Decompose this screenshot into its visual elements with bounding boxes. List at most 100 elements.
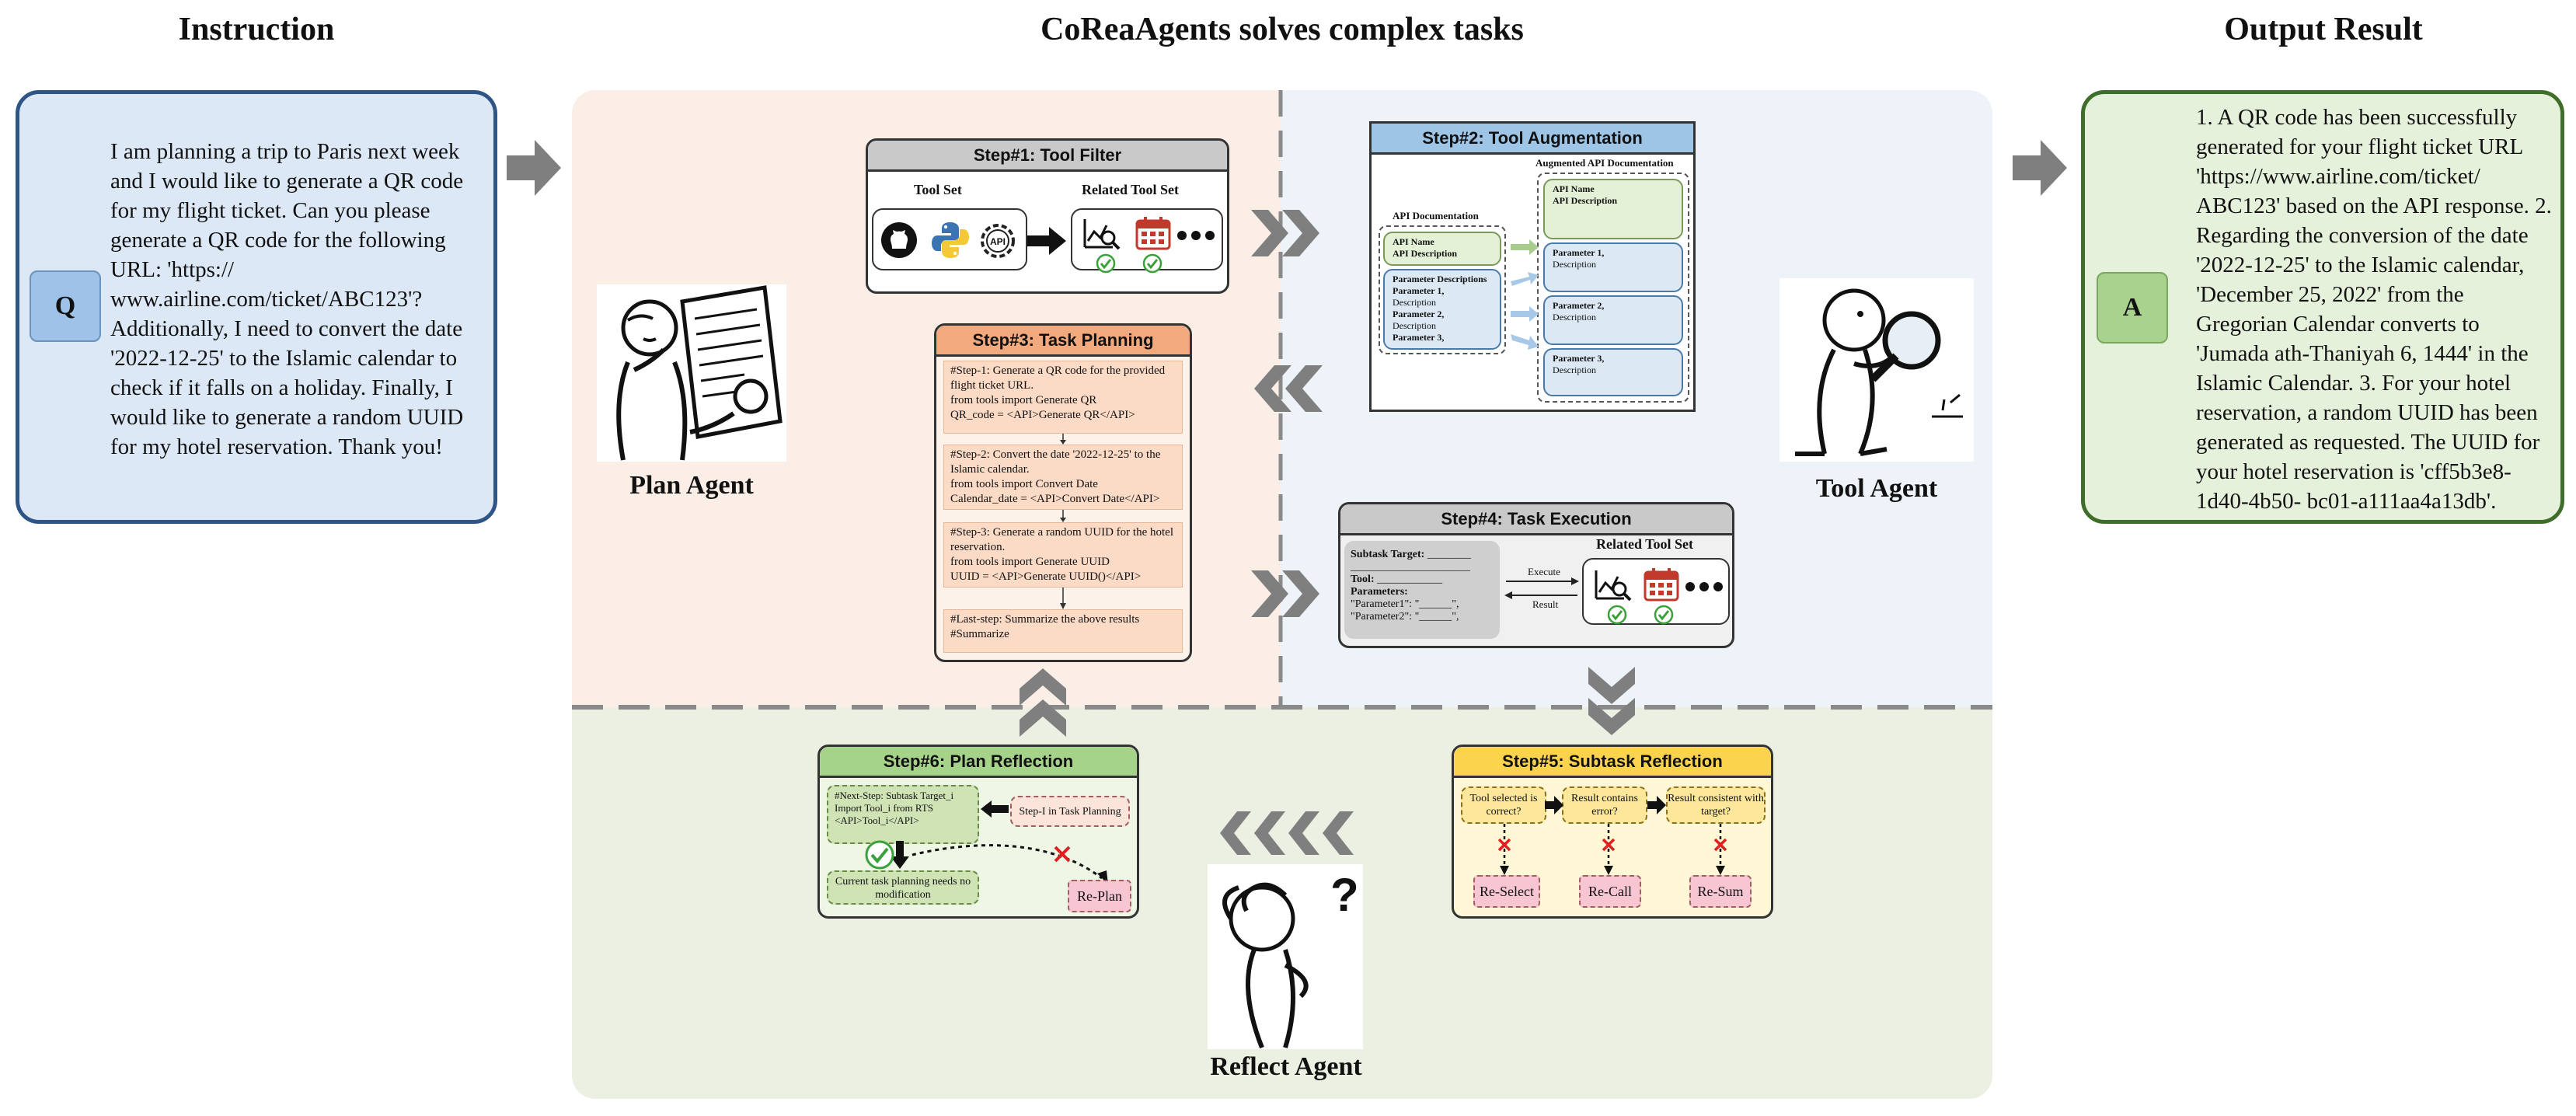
output-title: Output Result [2224, 12, 2423, 47]
aug-param2-label: Parameter 2, [1553, 300, 1605, 311]
parameters-label: Parameters: [1351, 586, 1408, 598]
related-tool-set-label: Related Tool Set [1082, 182, 1180, 197]
chart-search-icon [1595, 570, 1632, 602]
tool-set-label: Tool Set [914, 182, 962, 197]
aug-api-name-box: API Name API Description [1543, 179, 1683, 239]
double-chevron-right-icon [1251, 570, 1319, 617]
more-icon [1177, 231, 1215, 240]
check-icon [1096, 253, 1116, 274]
param1-desc: Description [1393, 297, 1436, 308]
result-label: Result [1532, 598, 1559, 610]
aug-param1-label: Parameter 1, [1553, 247, 1605, 258]
plan-step2-block: #Step-2: Convert the date '2022-12-25' t… [943, 445, 1183, 510]
plan-last-line1: #Last-step: Summarize the above results [950, 613, 1140, 626]
subtask-target-label: Subtask Target: [1351, 549, 1425, 560]
github-icon [881, 222, 917, 258]
more-icon [1685, 582, 1723, 591]
question-mark-icon: ? [1330, 869, 1359, 921]
double-chevron-up-icon [1020, 668, 1066, 737]
plan-last-step-block: #Last-step: Summarize the above results … [943, 609, 1183, 653]
instruction-text: I am planning a trip to Paris next week … [110, 139, 464, 459]
right-arrow-icon [2013, 140, 2067, 196]
aug-param1-desc: Description [1553, 259, 1596, 270]
tool-agent-label: Tool Agent [1815, 474, 1938, 503]
plan-step2-line2: from tools import Convert Date [950, 478, 1098, 490]
subtask-content: Subtask Target: ________ _______________… [1351, 549, 1498, 623]
param1-value: "Parameter1": "______", [1351, 598, 1459, 610]
double-chevron-right-icon [1251, 210, 1319, 256]
reflection-down-arrows [1497, 824, 1727, 875]
left-arrow-icon [981, 800, 1009, 818]
plan-step3-block: #Step-3: Generate a random UUID for the … [943, 522, 1183, 588]
reflection-flow-arrows [1545, 796, 1666, 814]
check-icon [865, 840, 894, 870]
aug-param3-box: Parameter 3, Description [1543, 348, 1683, 396]
plan-step2-line1: #Step-2: Convert the date '2022-12-25' t… [950, 448, 1161, 476]
reflect-agent-figure: ? [1208, 864, 1363, 1049]
resum-action: Re-Sum [1689, 875, 1752, 908]
result-error-question: Result contains error? [1562, 786, 1647, 824]
aug-param3-label: Parameter 3, [1553, 353, 1605, 364]
api-name-box: API Name API Description [1383, 232, 1501, 266]
step3-title: Step#3: Task Planning [936, 326, 1190, 357]
tool-correct-question: Tool selected is correct? [1461, 786, 1546, 824]
api-name-label: API Name [1393, 236, 1434, 247]
aug-param1-box: Parameter 1, Description [1543, 242, 1683, 292]
mapping-arrows [1511, 239, 1539, 350]
python-icon [932, 222, 969, 258]
aug-doc-label: Augmented API Documentation [1535, 157, 1674, 169]
answer-badge: A [2097, 272, 2168, 344]
down-arrow-icon [891, 841, 909, 869]
no-modification-box: Current task planning needs no modificat… [827, 870, 979, 905]
reselect-action: Re-Select [1473, 875, 1540, 908]
plan-agent-figure [597, 284, 786, 462]
plan-last-line2: #Summarize [950, 628, 1009, 640]
question-badge: Q [30, 270, 101, 342]
api-icon-text: API [990, 236, 1006, 247]
tool-agent-figure [1779, 278, 1974, 462]
recall-action: Re-Call [1579, 875, 1641, 908]
double-chevron-down-icon [1588, 667, 1635, 735]
aug-doc-box [1537, 173, 1689, 403]
plan-step3-line3: UUID = <API>Generate UUID()</API> [950, 570, 1142, 583]
aug-param2-box: Parameter 2, Description [1543, 295, 1683, 345]
plan-step2-line3: Calendar_date = <API>Convert Date</API> [950, 493, 1160, 505]
aug-api-desc-label: API Description [1553, 195, 1617, 206]
tool-label: Tool: [1351, 574, 1375, 585]
api-gear-icon: API [981, 224, 1015, 258]
plan-step1-line1: #Step-1: Generate a QR code for the prov… [950, 364, 1166, 392]
step1-title: Step#1: Tool Filter [868, 141, 1227, 172]
check-icon [1142, 253, 1163, 274]
step5-title: Step#5: Subtask Reflection [1454, 747, 1771, 778]
step-i-box: Step-I in Task Planning [1010, 796, 1130, 827]
subtask-box [1344, 541, 1500, 639]
param1-label: Parameter 1, [1393, 285, 1445, 296]
chart-search-icon [1083, 219, 1121, 250]
right-arrow-icon [1027, 227, 1066, 255]
check-icon [1607, 605, 1627, 625]
next-step-box: #Next-Step: Subtask Target_i Import Tool… [827, 785, 979, 844]
right-arrow-icon [507, 140, 561, 196]
param2-desc: Description [1393, 320, 1436, 331]
api-desc-label: API Description [1393, 248, 1457, 259]
param3-label: Parameter 3, [1393, 332, 1445, 343]
region-divider [572, 90, 1992, 710]
aug-param2-desc: Description [1553, 312, 1596, 323]
calendar-icon [1644, 568, 1679, 602]
output-text: 1. A QR code has been successfully gener… [2196, 105, 2552, 514]
instruction-title: Instruction [178, 12, 335, 47]
execute-result-arrows [1504, 577, 1579, 599]
step2-title: Step#2: Tool Augmentation [1372, 124, 1693, 155]
plan-agent-label: Plan Agent [629, 471, 754, 500]
plan-step3-line1: #Step-3: Generate a random UUID for the … [950, 526, 1173, 553]
result-consistent-question: Result consistent with target? [1666, 786, 1766, 824]
exec-related-tool-set-label: Related Tool Set [1596, 536, 1694, 552]
aug-param3-desc: Description [1553, 364, 1596, 375]
replan-action: Re-Plan [1068, 880, 1131, 912]
execute-label: Execute [1528, 566, 1560, 577]
plan-step1-line2: from tools import Generate QR [950, 394, 1097, 406]
param2-label: Parameter 2, [1393, 309, 1445, 319]
param2-value: "Parameter2": "______", [1351, 611, 1459, 623]
check-icon [1654, 605, 1674, 625]
quad-chevron-left-icon [1220, 811, 1354, 855]
